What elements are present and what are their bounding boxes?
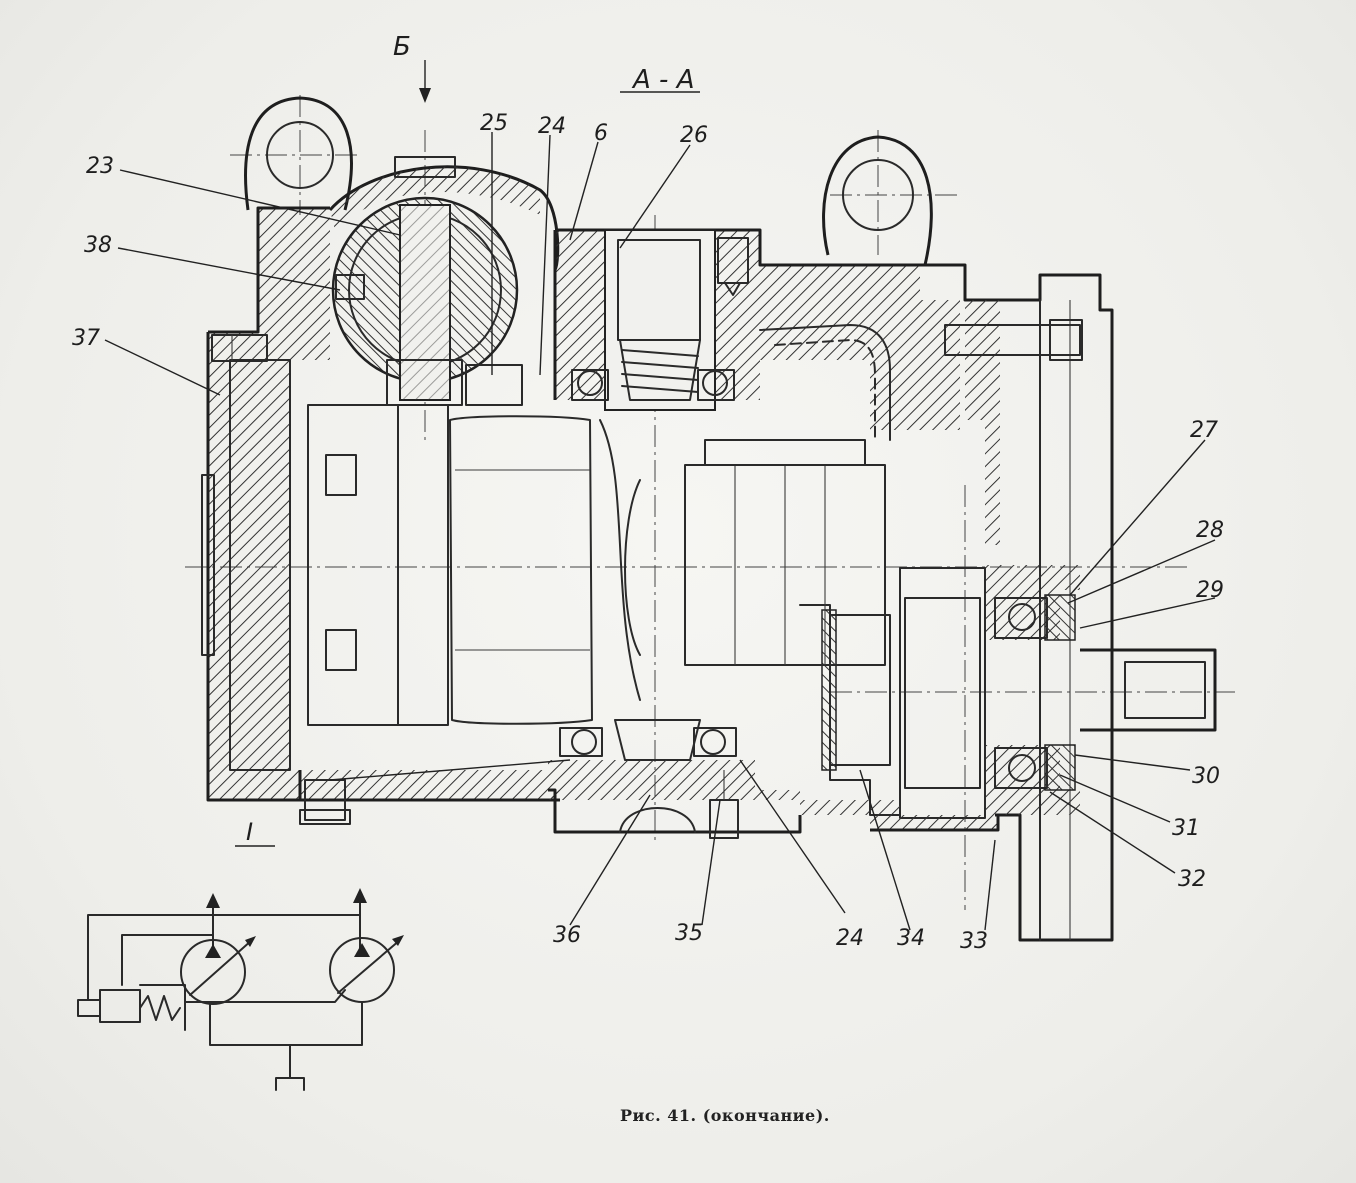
- label-23: 23: [86, 154, 114, 179]
- label-33: 33: [960, 929, 988, 954]
- section-title: А - А: [631, 65, 694, 95]
- rotor-drum: [559, 419, 886, 761]
- label-28: 28: [1196, 518, 1224, 543]
- label-26: 26: [680, 123, 708, 148]
- label-35: 35: [675, 921, 703, 946]
- label-34: 34: [897, 926, 925, 951]
- label-24-bottom: 24: [836, 926, 864, 951]
- label-24-top: 24: [538, 114, 566, 139]
- lower-body: [548, 760, 1000, 839]
- middle-block: [553, 135, 1000, 441]
- right-flange: [799, 273, 1217, 942]
- figure-caption: Рис. 41. (окончание).: [620, 1106, 830, 1125]
- label-29: 29: [1196, 578, 1224, 603]
- label-30: 30: [1192, 764, 1220, 789]
- view-arrow-label: Б: [393, 32, 411, 62]
- spring-26: [621, 349, 699, 393]
- label-roman-i: I: [246, 818, 253, 846]
- label-6: 6: [594, 121, 608, 146]
- labels: Б А - А 23 38 37 25 24 6 26 27 28 29 30 …: [72, 32, 1224, 954]
- label-25: 25: [480, 111, 508, 136]
- label-27: 27: [1190, 418, 1218, 443]
- label-37: 37: [72, 326, 100, 351]
- label-36: 36: [553, 923, 581, 948]
- label-38: 38: [84, 233, 112, 258]
- leader-lines: [104, 60, 1216, 931]
- pump-housing: [201, 96, 593, 825]
- label-31: 31: [1172, 816, 1200, 841]
- hydraulic-scheme: [77, 888, 404, 1091]
- label-32: 32: [1178, 867, 1206, 892]
